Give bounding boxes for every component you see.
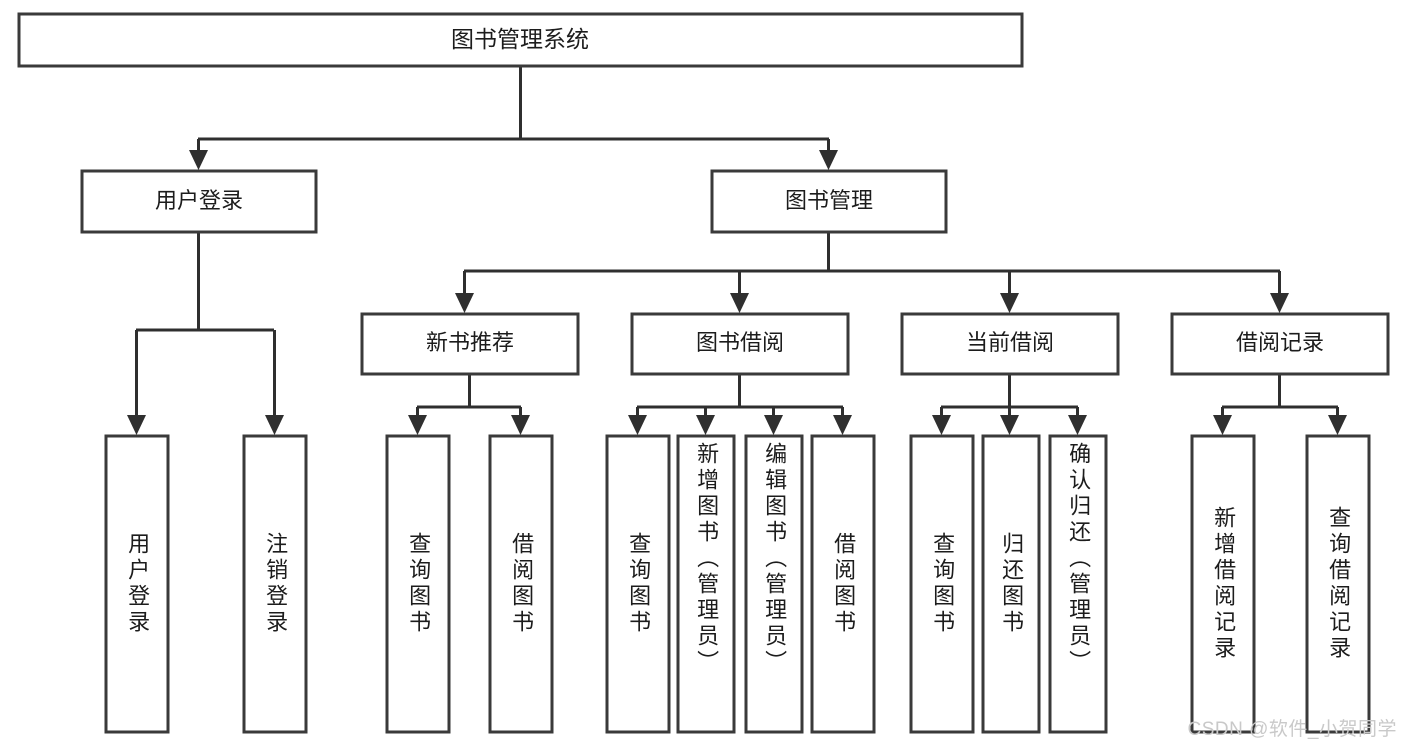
arrow-head-user-login (189, 150, 208, 170)
node-book-management-label: 图书管理 (785, 188, 873, 213)
arrow-head-book-borrow (730, 293, 749, 313)
leaf-box-cb-return-book[interactable] (981, 434, 1041, 734)
arrow-head-nb-leaf-2 (511, 415, 530, 435)
leaf-box-bb-query-book[interactable] (605, 434, 671, 734)
arrow-head-new-book-rec (455, 293, 474, 313)
arrow-head-cb-leaf-3 (1068, 415, 1087, 435)
node-root[interactable]: 图书管理系统 (17, 12, 1024, 68)
node-user-login-label: 用户登录 (155, 188, 243, 213)
leaf-box-bb-edit-book[interactable] (744, 434, 804, 734)
node-borrow-record[interactable]: 借阅记录 (1170, 312, 1390, 376)
watermark: CSDN @软件_小贺同学 (1187, 719, 1397, 740)
node-book-borrow[interactable]: 图书借阅 (630, 312, 850, 376)
node-root-label: 图书管理系统 (451, 26, 589, 52)
node-root-box[interactable] (17, 12, 1024, 68)
leaf-box-br-query-record[interactable] (1305, 434, 1371, 734)
leaf-box-nb-borrow-book[interactable] (488, 434, 554, 734)
node-book-management-box[interactable] (710, 169, 948, 234)
node-new-book-recommend-box[interactable] (360, 312, 580, 376)
leaf-box-bb-borrow-book[interactable] (810, 434, 876, 734)
leaf-box-cb-confirm-return[interactable] (1048, 434, 1108, 734)
arrow-head-br-leaf-1 (1213, 415, 1232, 435)
leaf-box-bb-add-book[interactable] (676, 434, 736, 734)
node-borrow-record-box[interactable] (1170, 312, 1390, 376)
node-book-management[interactable]: 图书管理 (710, 169, 948, 234)
leaf-box-logout[interactable] (242, 434, 308, 734)
leaf-box-user-login[interactable] (104, 434, 170, 734)
leaf-boxes (104, 434, 1371, 734)
arrow-head-bb-leaf-2 (696, 415, 715, 435)
connectors (127, 66, 1347, 435)
node-borrow-record-label: 借阅记录 (1236, 330, 1324, 355)
arrow-head-leaf-logout (265, 415, 284, 435)
arrow-head-bb-leaf-1 (628, 415, 647, 435)
arrow-head-borrow-record (1270, 293, 1289, 313)
leaf-box-nb-query-book[interactable] (385, 434, 451, 734)
leaf-box-br-add-record[interactable] (1190, 434, 1256, 734)
arrow-head-leaf-user-login (127, 415, 146, 435)
arrow-head-br-leaf-2 (1328, 415, 1347, 435)
arrow-head-bb-leaf-4 (833, 415, 852, 435)
arrow-head-cb-leaf-1 (932, 415, 951, 435)
node-current-borrow-box[interactable] (900, 312, 1120, 376)
node-new-book-recommend[interactable]: 新书推荐 (360, 312, 580, 376)
arrow-head-current-borrow (1000, 293, 1019, 313)
node-current-borrow-label: 当前借阅 (966, 330, 1054, 355)
node-book-borrow-label: 图书借阅 (696, 330, 784, 355)
arrow-head-cb-leaf-2 (1000, 415, 1019, 435)
node-user-login-box[interactable] (80, 169, 318, 234)
node-user-login[interactable]: 用户登录 (80, 169, 318, 234)
leaf-box-cb-query-book[interactable] (909, 434, 975, 734)
node-book-borrow-box[interactable] (630, 312, 850, 376)
arrow-head-nb-leaf-1 (408, 415, 427, 435)
arrow-head-bb-leaf-3 (764, 415, 783, 435)
node-current-borrow[interactable]: 当前借阅 (900, 312, 1120, 376)
arrow-head-book-manage (819, 150, 838, 170)
node-new-book-recommend-label: 新书推荐 (426, 330, 514, 355)
